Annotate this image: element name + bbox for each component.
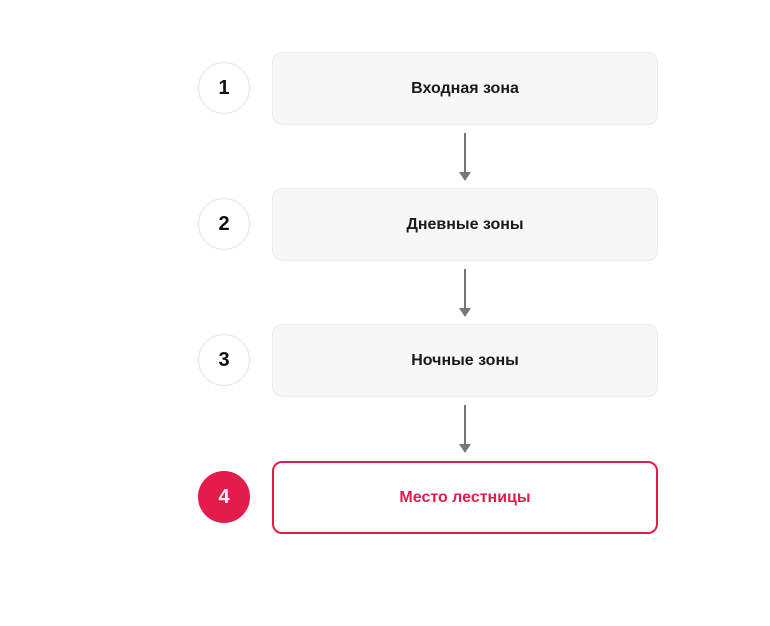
step-number-4: 4	[198, 471, 250, 523]
down-arrow-icon	[459, 133, 471, 181]
step-box-night-zones: Ночные зоны	[272, 324, 658, 397]
step-number-3: 3	[198, 334, 250, 386]
step-label: Дневные зоны	[406, 215, 524, 233]
down-arrow-icon	[459, 269, 471, 317]
down-arrow-icon	[459, 405, 471, 453]
step-box-entrance-zone: Входная зона	[272, 52, 658, 125]
step-number-1: 1	[198, 62, 250, 114]
step-label: Входная зона	[411, 79, 519, 97]
step-box-staircase-location: Место лестницы	[272, 461, 658, 534]
step-box-day-zones: Дневные зоны	[272, 188, 658, 261]
step-label: Ночные зоны	[411, 351, 519, 369]
step-number-2: 2	[198, 198, 250, 250]
step-label: Место лестницы	[399, 488, 531, 506]
